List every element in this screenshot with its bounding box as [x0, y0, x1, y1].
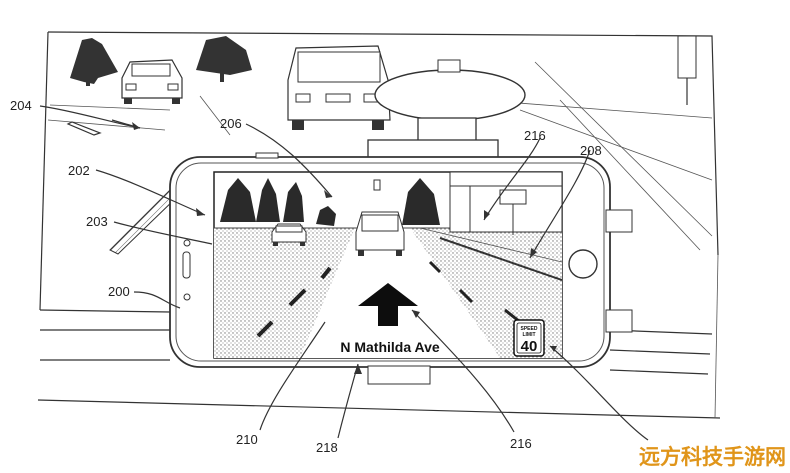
street-name-label: N Mathilda Ave — [340, 339, 440, 355]
ref-200: 200 — [108, 284, 130, 299]
outer-van-center — [287, 45, 391, 130]
screen-trees — [220, 178, 440, 226]
ref-202: 202 — [68, 163, 90, 178]
speed-sign-line1: SPEED — [521, 326, 538, 332]
speed-limit-sign: SPEED LIMIT 40 — [513, 319, 545, 357]
outer-tree-left — [70, 38, 118, 86]
home-button[interactable] — [568, 249, 598, 279]
speed-limit-value: 40 — [521, 338, 538, 355]
screen-car-left — [271, 223, 307, 246]
roadside-sign-outer — [677, 35, 697, 79]
leader-lines — [39, 105, 649, 441]
outer-tree-right — [196, 36, 252, 82]
screen-van-center — [355, 211, 405, 256]
straight-ahead-arrow-icon — [358, 283, 418, 326]
ref-216: 216 — [510, 436, 532, 451]
ref-206: 206 — [220, 116, 242, 131]
ref-218: 218 — [316, 440, 338, 455]
front-camera-icon — [183, 239, 191, 247]
reference-numerals: 204 202 203 200 206 216 208 210 218 216 — [10, 98, 602, 455]
outer-car-left — [121, 59, 183, 104]
watermark-text: 远方科技手游网 — [639, 445, 786, 469]
speed-sign-line2: LIMIT — [522, 332, 535, 338]
phone-mount — [367, 59, 526, 159]
ref-208: 208 — [580, 143, 602, 158]
ref-203: 203 — [86, 214, 108, 229]
outer-scene — [37, 31, 721, 419]
ref-212: 216 — [524, 128, 546, 143]
ref-204: 204 — [10, 98, 32, 113]
navigation-screen: SPEED LIMIT 40 N Mathilda Ave — [213, 171, 563, 359]
ref-210: 210 — [236, 432, 258, 447]
